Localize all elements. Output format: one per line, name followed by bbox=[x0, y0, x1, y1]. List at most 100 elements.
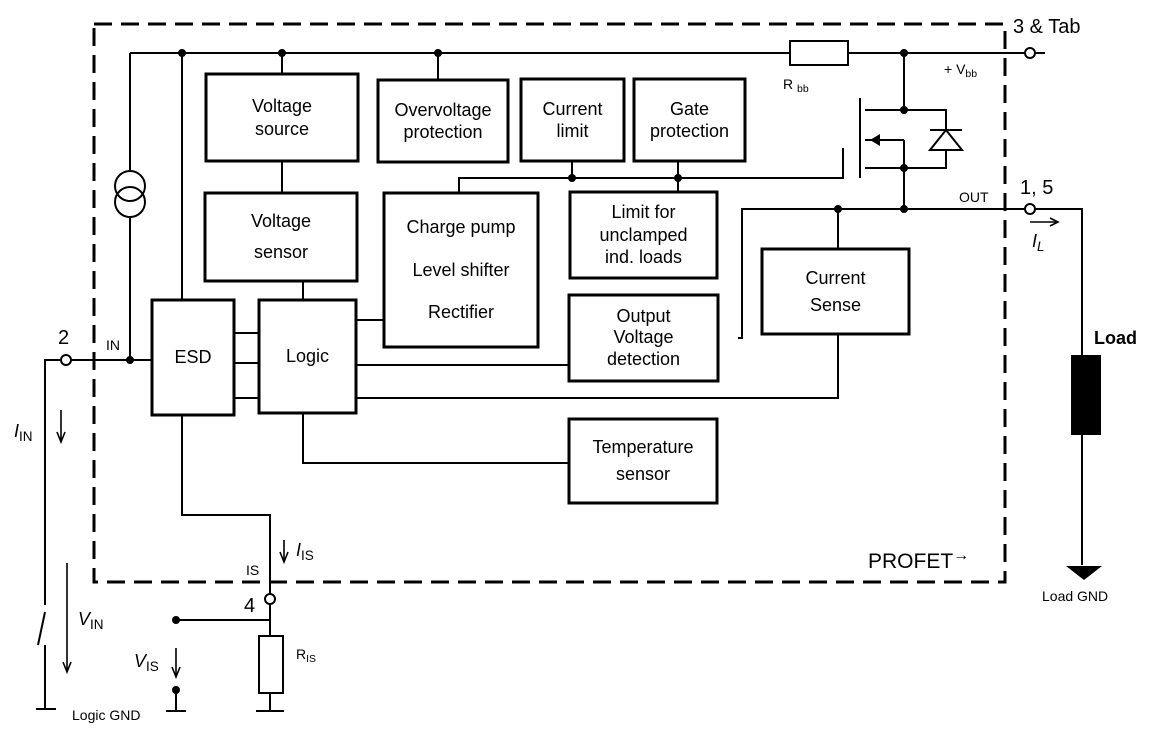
load-gnd-label: Load GND bbox=[1042, 588, 1109, 604]
output-line bbox=[738, 208, 1083, 565]
is-label: IS bbox=[246, 562, 260, 578]
is-wire bbox=[181, 415, 271, 594]
logic-temperature-wire bbox=[302, 413, 569, 464]
iin-label: IIN bbox=[14, 421, 33, 445]
junction bbox=[568, 174, 576, 182]
il-label: IL bbox=[1032, 231, 1045, 255]
ris-label: RIS bbox=[296, 646, 317, 666]
current-source-lower bbox=[114, 186, 146, 218]
pin-2-terminal bbox=[60, 354, 72, 366]
output-voltage-detection-block: Output Voltage detection bbox=[569, 295, 718, 381]
junction bbox=[172, 686, 180, 694]
pin-4-label: 4 bbox=[244, 595, 256, 617]
vis-label: VIS bbox=[134, 651, 159, 675]
load-gnd-symbol bbox=[1066, 566, 1102, 580]
vbb-label: + Vbb bbox=[944, 61, 978, 81]
overvoltage-box bbox=[376, 78, 510, 164]
output-voltage-detection-label: Output Voltage detection bbox=[606, 305, 681, 369]
out-label: OUT bbox=[959, 189, 989, 205]
pin-1-5-label: 1, 5 bbox=[1020, 177, 1054, 199]
charge-pump-box bbox=[382, 191, 540, 349]
charge-pump-block: Charge pump Level shifter Rectifier bbox=[384, 193, 538, 347]
limit-unclamped-block: Limit for unclamped ind. loads bbox=[570, 192, 717, 278]
voltage-source-block: Voltage source bbox=[206, 74, 358, 161]
junction bbox=[834, 205, 842, 213]
temperature-box bbox=[567, 417, 719, 505]
pin-3-terminal bbox=[1024, 47, 1036, 59]
limit-box bbox=[568, 190, 719, 280]
gate-protection-label: Gate protection bbox=[649, 98, 730, 142]
current-limit-box bbox=[519, 77, 626, 163]
charge-pump-label: Charge pump bbox=[406, 217, 516, 238]
junction bbox=[178, 49, 186, 57]
esd-box bbox=[150, 298, 236, 417]
mosfet-arrow bbox=[870, 134, 880, 146]
rectifier-label: Rectifier bbox=[427, 302, 494, 323]
current-limit-block: Current limit bbox=[521, 79, 624, 161]
voltage-source-label: Voltage source bbox=[251, 96, 313, 139]
in-external-wire bbox=[44, 359, 61, 605]
current-sense-block: Current Sense bbox=[762, 249, 909, 334]
ris-resistor bbox=[258, 635, 284, 694]
rbb-resistor bbox=[789, 40, 849, 66]
voltage-sensor-box bbox=[203, 191, 359, 283]
in-switch bbox=[37, 611, 46, 708]
iis-arrow bbox=[279, 540, 289, 565]
mosfet-body bbox=[859, 53, 905, 209]
overvoltage-protection-block: Overvoltage protection bbox=[378, 80, 508, 162]
diode-symbol bbox=[927, 128, 965, 151]
esd-label: ESD bbox=[174, 347, 212, 368]
iin-arrow bbox=[56, 410, 66, 445]
pin-4-terminal bbox=[264, 593, 276, 605]
junction bbox=[126, 356, 134, 364]
logic-block: Logic bbox=[259, 300, 356, 413]
logic-box bbox=[257, 298, 358, 415]
vis-arrow bbox=[171, 648, 181, 680]
gate-protection-box bbox=[632, 77, 747, 163]
vin-arrow bbox=[62, 563, 72, 675]
load-resistor bbox=[1071, 355, 1101, 435]
junction bbox=[434, 49, 442, 57]
voltage-sensor-label: Voltage sensor bbox=[250, 211, 312, 262]
voltage-sensor-block: Voltage sensor bbox=[205, 193, 357, 281]
vis-gnd bbox=[166, 691, 186, 712]
current-sense-label: Current Sense bbox=[805, 267, 866, 315]
pin-3-label: 3 & Tab bbox=[1013, 16, 1081, 38]
il-arrow bbox=[1030, 217, 1060, 227]
junction bbox=[900, 106, 908, 114]
logic-gnd-label: Logic GND bbox=[72, 707, 141, 723]
esd-block: ESD bbox=[152, 300, 234, 415]
junction bbox=[278, 49, 286, 57]
current-source-upper bbox=[114, 170, 146, 202]
esd-logic-wires bbox=[234, 332, 259, 399]
in-label: IN bbox=[106, 337, 120, 353]
current-sense-box bbox=[760, 247, 911, 336]
output-voltage-box bbox=[567, 293, 720, 383]
logic-label: Logic bbox=[285, 346, 330, 367]
junction bbox=[900, 205, 908, 213]
junction bbox=[900, 49, 908, 57]
junction bbox=[900, 164, 908, 172]
load-label: Load bbox=[1094, 328, 1137, 348]
junction bbox=[674, 174, 682, 182]
overvoltage-protection-label: Overvoltage protection bbox=[394, 99, 492, 143]
profet-label: PROFET→ bbox=[868, 547, 970, 573]
gate-bus bbox=[458, 148, 844, 193]
temperature-sensor-block: Temperature sensor bbox=[569, 419, 717, 503]
temperature-sensor-label: Temperature sensor bbox=[592, 437, 694, 484]
pin-2-label: 2 bbox=[58, 327, 70, 349]
level-shifter-label: Level shifter bbox=[412, 259, 510, 280]
iis-label: IIS bbox=[296, 540, 314, 564]
package-outline bbox=[92, 22, 1007, 584]
gate-protection-block: Gate protection bbox=[634, 79, 745, 161]
rbb-label: R bb bbox=[783, 76, 809, 96]
voltage-source-box bbox=[204, 72, 360, 163]
arrow-icon: → bbox=[953, 547, 970, 564]
junction bbox=[172, 616, 180, 624]
logic-current-sense-wire bbox=[356, 334, 839, 399]
pin-1-5-terminal bbox=[1024, 203, 1036, 215]
limit-unclamped-label: Limit for unclamped ind. loads bbox=[599, 202, 688, 268]
vin-label: VIN bbox=[78, 609, 104, 633]
current-limit-label: Current limit bbox=[542, 98, 603, 142]
